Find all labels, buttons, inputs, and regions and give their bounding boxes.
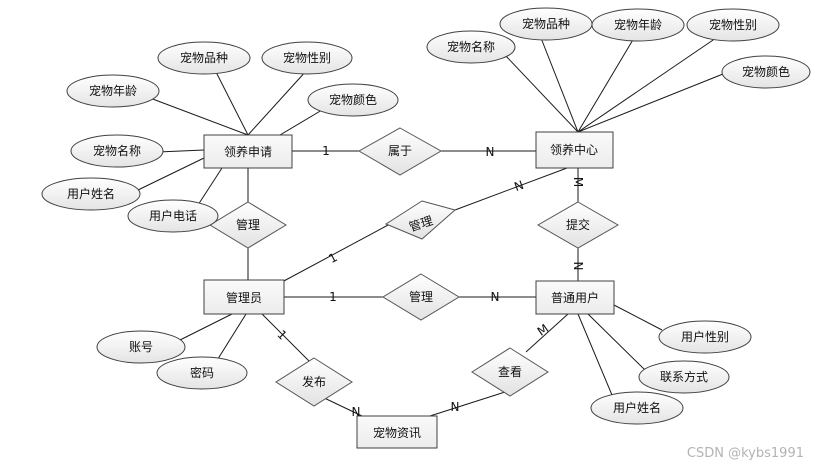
attribute-app-pet-name-label: 宠物名称 — [93, 143, 141, 158]
edge-view-user — [525, 313, 569, 353]
attribute-user-gender-label: 用户性别 — [681, 329, 729, 344]
relationship-manage-user: 管理 — [382, 273, 460, 321]
cardinality-publish-news: N — [352, 405, 361, 419]
edge-user-name — [577, 313, 613, 396]
edge-app-age — [149, 97, 249, 136]
relationship-publish: 发布 — [275, 357, 353, 407]
entity-adoption-center-label: 领养中心 — [550, 142, 598, 157]
relationship-belongs-to: 属于 — [357, 127, 443, 176]
watermark-text: CSDN @kybs1991 — [687, 446, 804, 461]
attribute-app-pet-color-label: 宠物颜色 — [329, 92, 377, 107]
cardinality-belongs-center: N — [486, 145, 495, 159]
edge-managecenter-center — [454, 167, 568, 211]
edge-center-gender — [577, 37, 717, 133]
attribute-app-user-name: 用户姓名 — [41, 177, 141, 211]
relationship-manage-user-label: 管理 — [409, 289, 433, 304]
relationship-submit-label: 提交 — [566, 217, 590, 232]
attribute-user-contact-label: 联系方式 — [660, 369, 708, 384]
cardinality-user-admin: N — [491, 290, 500, 304]
edge-center-age — [577, 37, 635, 133]
attribute-center-pet-age: 宠物年龄 — [591, 8, 685, 42]
edge-app-phone — [197, 167, 223, 206]
edge-admin-account — [175, 313, 233, 343]
edge-user-contact — [587, 313, 646, 371]
attribute-center-pet-name-label: 宠物名称 — [447, 39, 495, 54]
relationship-publish-label: 发布 — [302, 374, 326, 389]
attribute-app-pet-gender: 宠物性别 — [261, 41, 353, 75]
edge-center-petname — [504, 54, 579, 133]
entity-adoption-center: 领养中心 — [535, 131, 614, 169]
edge-app-color — [279, 109, 323, 136]
edge-center-breed — [540, 37, 579, 133]
attribute-app-pet-name: 宠物名称 — [70, 134, 164, 168]
edge-news-view — [429, 391, 506, 417]
edge-app-gender — [247, 69, 308, 136]
attribute-app-pet-age: 宠物年龄 — [66, 74, 160, 108]
relationship-submit: 提交 — [536, 201, 620, 249]
entity-adoption-application-label: 领养申请 — [224, 144, 272, 159]
entity-pet-news: 宠物资讯 — [356, 415, 438, 449]
attribute-app-user-phone: 用户电话 — [127, 199, 219, 233]
attribute-center-pet-gender-label: 宠物性别 — [709, 17, 757, 32]
relationship-manage-application: 管理 — [209, 201, 287, 249]
attribute-center-pet-age-label: 宠物年龄 — [614, 17, 662, 32]
entity-administrator: 管理员 — [203, 279, 285, 315]
edge-center-color — [577, 71, 729, 133]
attribute-center-pet-breed-label: 宠物品种 — [522, 16, 570, 31]
attribute-app-user-phone-label: 用户电话 — [149, 208, 197, 223]
attribute-user-contact: 联系方式 — [638, 360, 730, 394]
edge-user-gender — [613, 304, 663, 331]
edge-app-breed — [214, 69, 249, 136]
attribute-center-pet-name: 宠物名称 — [426, 30, 516, 64]
attribute-admin-account: 账号 — [96, 330, 186, 364]
attribute-center-pet-color: 宠物颜色 — [721, 55, 811, 89]
edge-admin-password — [215, 313, 247, 363]
attribute-center-pet-color-label: 宠物颜色 — [742, 64, 790, 79]
relationship-view: 查看 — [471, 347, 549, 397]
relationship-manage-center: 管理 — [384, 200, 457, 240]
cardinality-center-admin: N — [512, 178, 525, 194]
edge-app-username — [137, 157, 205, 191]
cardinality-view-user: M — [535, 321, 552, 338]
relationship-manage-application-label: 管理 — [236, 217, 260, 232]
relationship-belongs-to-label: 属于 — [388, 144, 412, 158]
edge-admin-publish — [261, 313, 319, 371]
cardinality-app-belongs: 1 — [322, 144, 330, 158]
cardinality-admin-user: 1 — [329, 290, 337, 304]
attribute-app-pet-color: 宠物颜色 — [307, 83, 399, 117]
attribute-admin-password: 密码 — [156, 356, 248, 390]
attribute-user-name-label: 用户姓名 — [613, 400, 661, 415]
edges — [137, 37, 729, 417]
attribute-user-name: 用户姓名 — [590, 391, 684, 425]
attribute-app-pet-breed: 宠物品种 — [157, 41, 251, 75]
cardinality-submit-user: N — [571, 262, 585, 271]
entity-regular-user-label: 普通用户 — [551, 290, 599, 305]
attribute-center-pet-breed: 宠物品种 — [499, 7, 593, 41]
edge-admin-managecenter — [281, 223, 391, 283]
attribute-admin-password-label: 密码 — [190, 365, 214, 380]
attribute-admin-account-label: 账号 — [129, 340, 153, 354]
attribute-app-pet-age-label: 宠物年龄 — [89, 83, 137, 98]
attribute-center-pet-gender: 宠物性别 — [686, 8, 780, 42]
attribute-app-user-name-label: 用户姓名 — [67, 186, 115, 201]
attribute-app-pet-gender-label: 宠物性别 — [283, 50, 331, 65]
entity-adoption-application: 领养申请 — [203, 134, 293, 169]
attribute-app-pet-breed-label: 宠物品种 — [180, 50, 228, 65]
relationship-view-label: 查看 — [498, 365, 522, 379]
cardinality-admin-publish: 1 — [274, 327, 289, 342]
relationship-manage-center-label: 管理 — [407, 213, 434, 235]
attribute-user-gender: 用户性别 — [658, 320, 752, 354]
entity-administrator-label: 管理员 — [226, 290, 262, 305]
edge-app-petname — [157, 149, 205, 153]
cardinality-center-submit: M — [571, 177, 585, 187]
cardinality-news-view: N — [451, 400, 460, 414]
entity-regular-user: 普通用户 — [535, 280, 615, 315]
entity-pet-news-label: 宠物资讯 — [373, 425, 421, 440]
